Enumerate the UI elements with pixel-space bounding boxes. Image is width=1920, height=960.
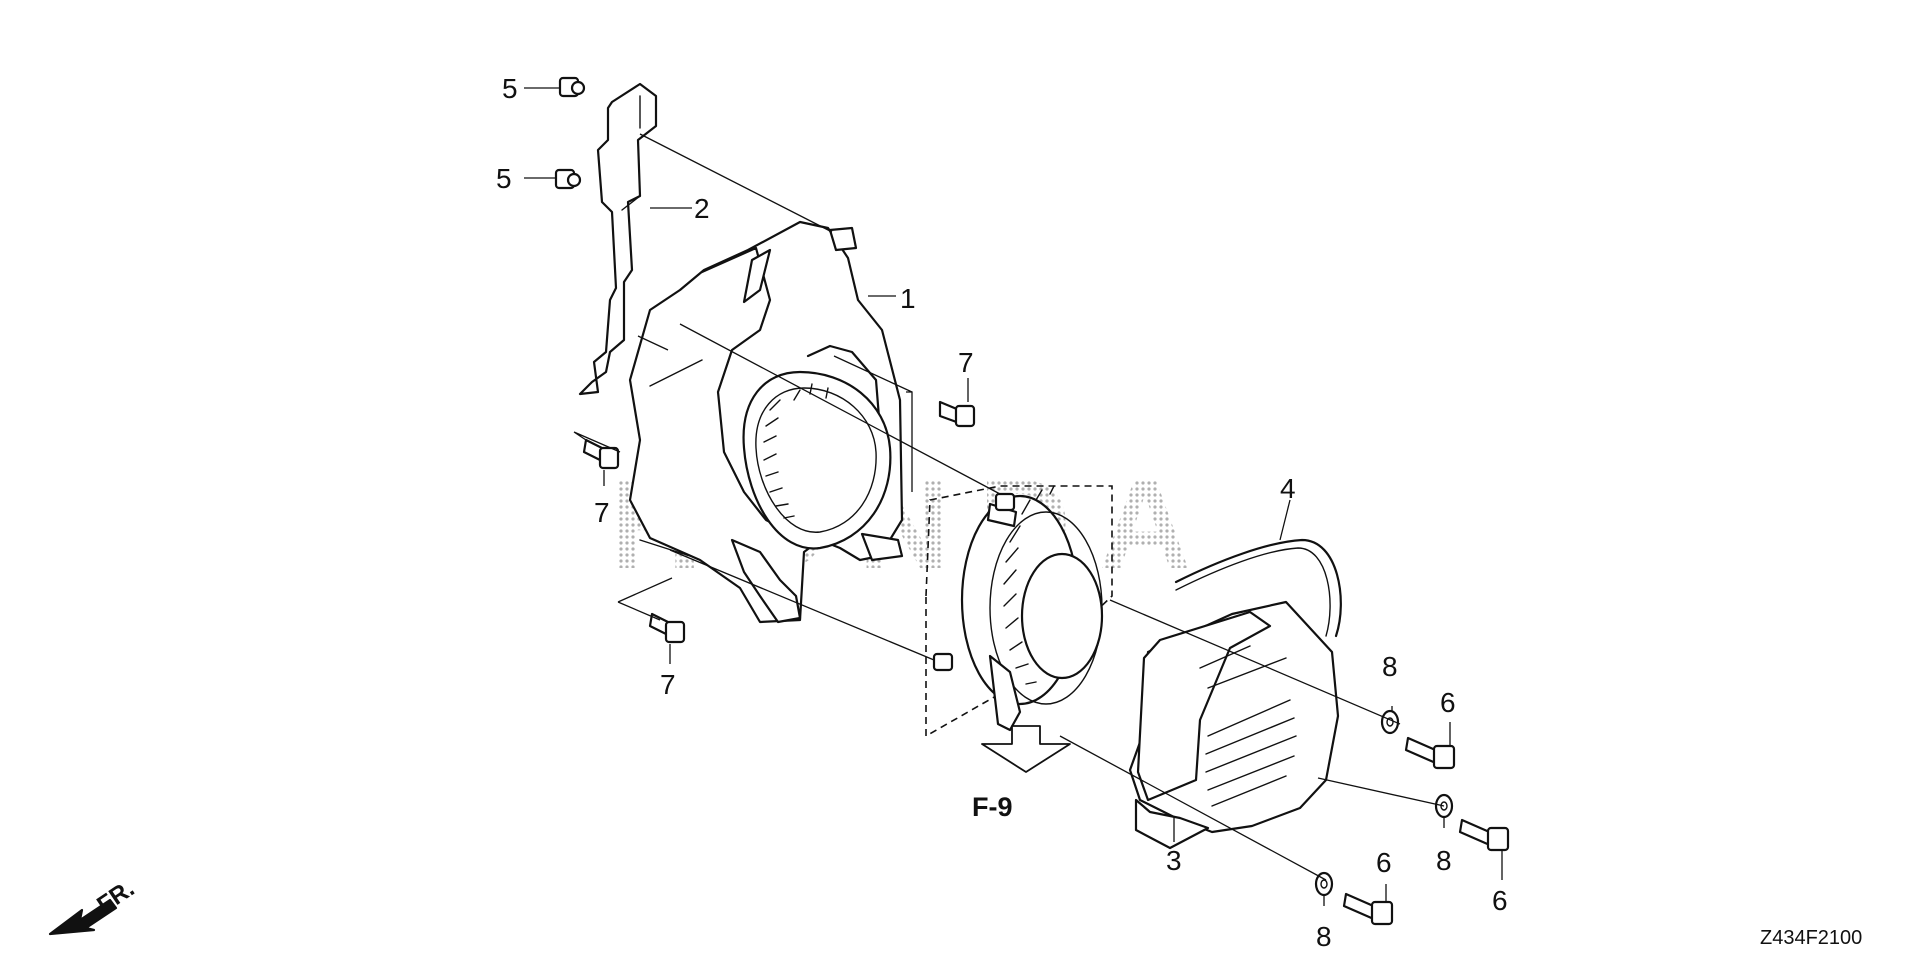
callout-washer-8-lower: 8 — [1316, 921, 1332, 952]
seal-tube — [1174, 538, 1342, 638]
callout-bolt-7-left: 7 — [594, 497, 610, 528]
bolt-7-lower — [648, 612, 686, 644]
callout-baffle-plate: 2 — [694, 193, 710, 224]
callout-recoil-cover: 3 — [1166, 845, 1182, 876]
washer-8-right — [1434, 793, 1454, 819]
front-arrow-icon — [48, 898, 118, 936]
reference-arrow — [981, 725, 1071, 773]
callout-bolt-6-right: 6 — [1492, 885, 1508, 916]
recoil-cover — [1128, 600, 1340, 850]
bolt-6-right — [1458, 818, 1510, 852]
bolt-7-upper — [938, 400, 976, 428]
callout-flange-bolt-5-mid: 5 — [496, 163, 512, 194]
flange-bolt-5-mid — [554, 168, 582, 190]
bolt-6-lower — [1342, 892, 1394, 926]
baffle-plate — [578, 82, 658, 396]
reference-code-f9: F-9 — [972, 792, 1013, 822]
dowel-pin-upper — [994, 492, 1016, 512]
bolt-6-upper — [1404, 736, 1456, 770]
callout-washer-8-upper: 8 — [1382, 651, 1398, 682]
assembly-lines — [524, 87, 1503, 906]
washer-8-upper — [1380, 709, 1400, 735]
callout-fan-cover: 1 — [900, 283, 916, 314]
callout-seal-tube: 4 — [1280, 473, 1296, 504]
dowel-pin-lower — [932, 652, 954, 672]
diagram-code: Z434F2100 — [1760, 927, 1862, 949]
callout-bolt-6-upper: 6 — [1440, 687, 1456, 718]
callout-flange-bolt-5-top: 5 — [502, 73, 518, 104]
washer-8-lower — [1314, 871, 1334, 897]
callout-bolt-6-lower: 6 — [1376, 847, 1392, 878]
flange-bolt-5-top — [558, 76, 586, 98]
callout-washer-8-right: 8 — [1436, 845, 1452, 876]
recoil-starter-assembly — [925, 485, 1113, 738]
callout-bolt-7-upper: 7 — [958, 347, 974, 378]
callout-bolt-7-lower: 7 — [660, 669, 676, 700]
bolt-7-left — [582, 438, 620, 470]
